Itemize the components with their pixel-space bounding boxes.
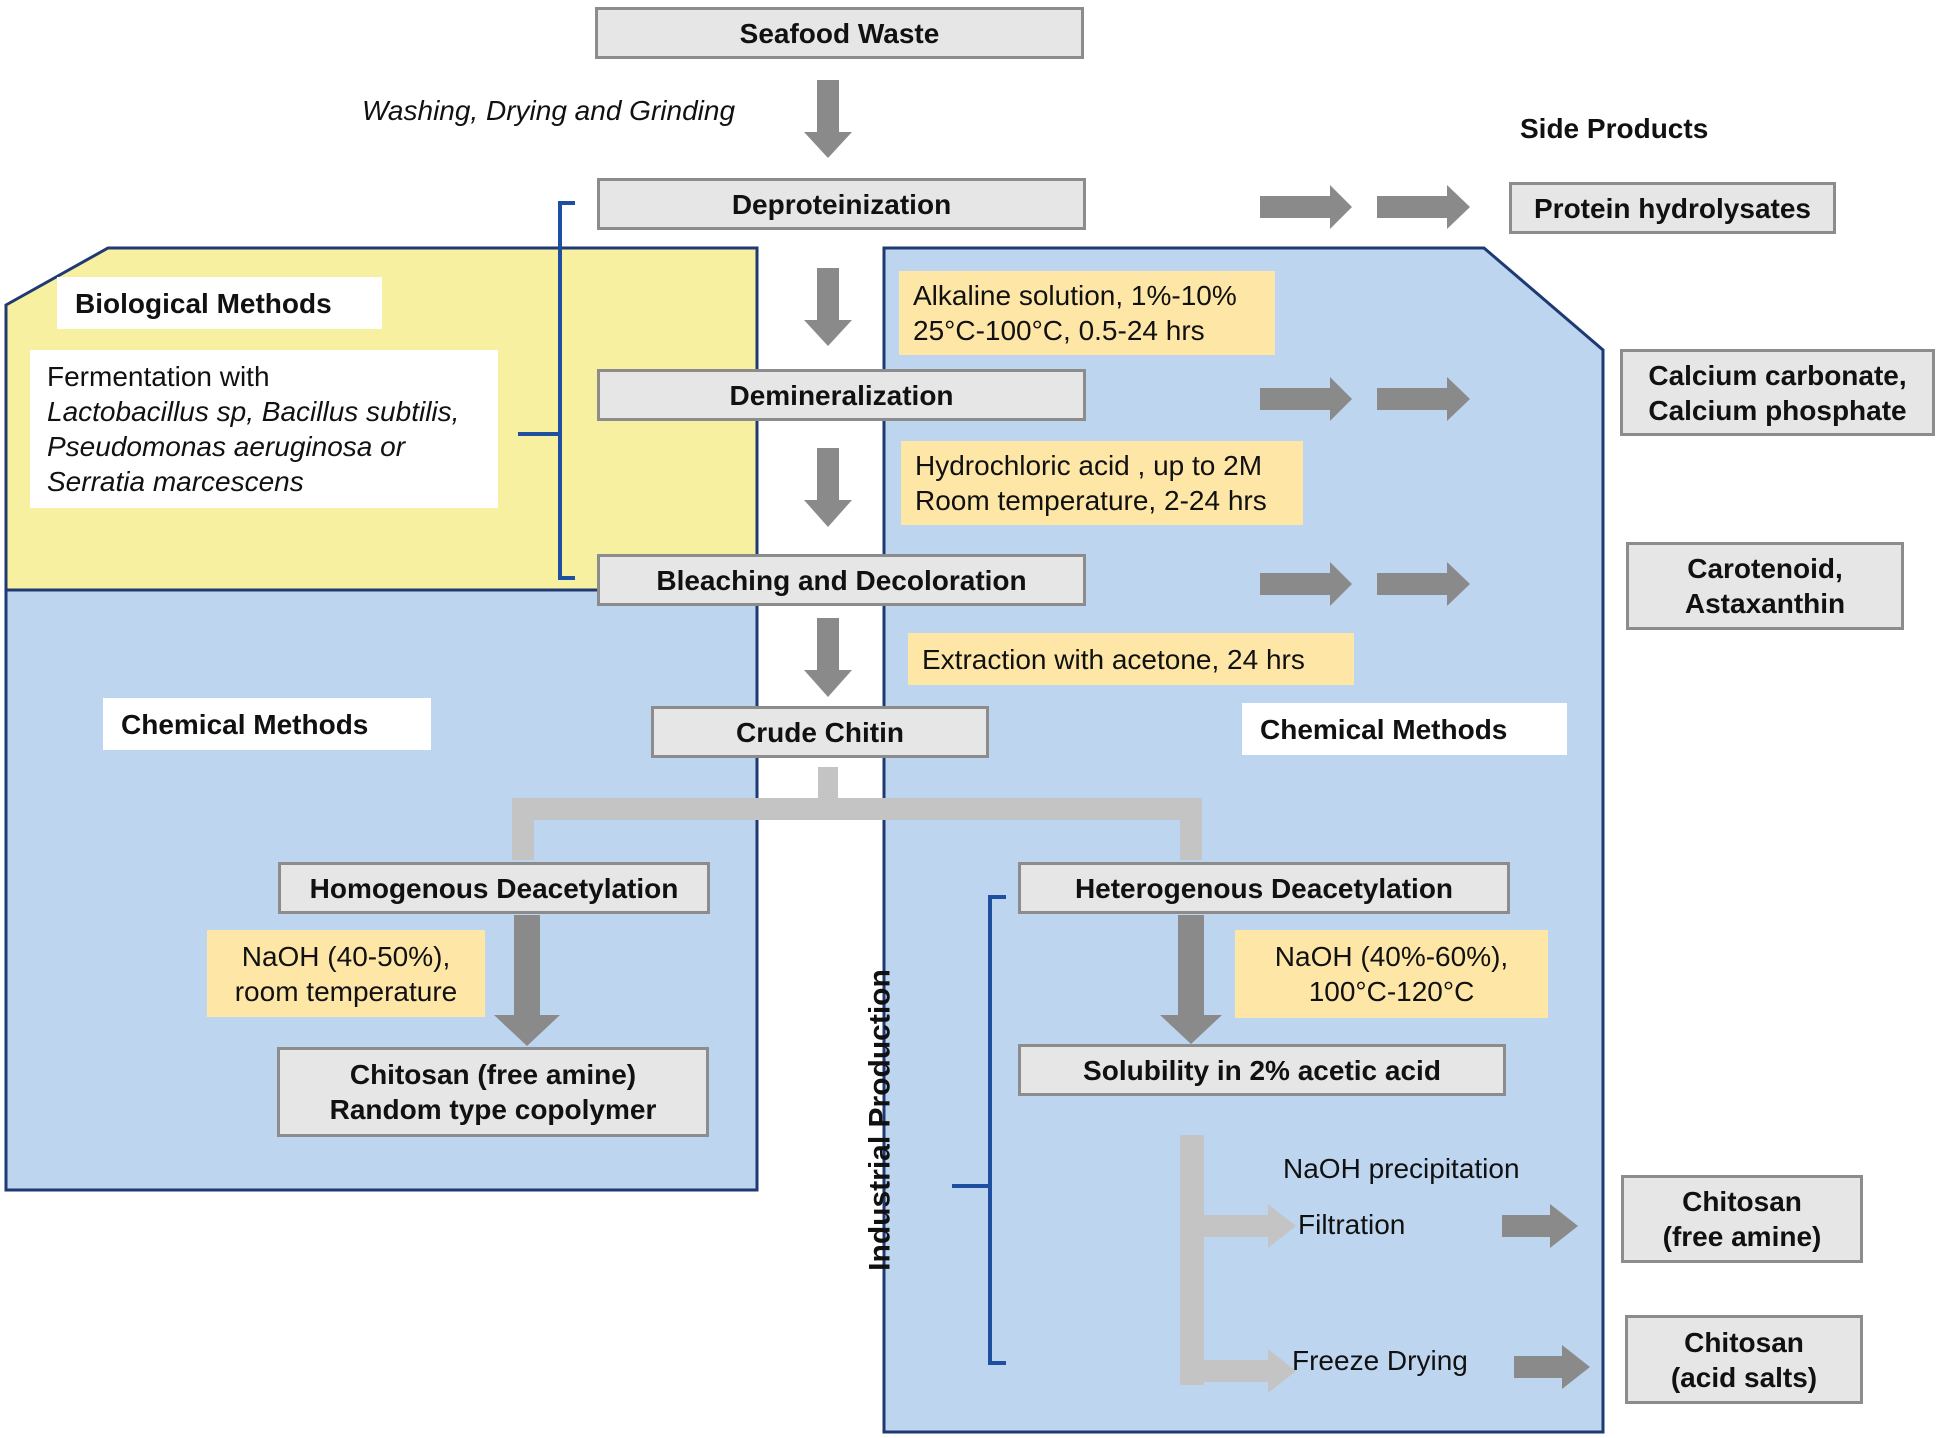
branch-connector	[512, 767, 1202, 860]
step-washing-label: Washing, Drying and Grinding	[362, 95, 736, 126]
step-crude-chitin-label: Crude Chitin	[736, 716, 904, 748]
step-freeze-drying: Freeze Drying	[1292, 1345, 1468, 1376]
step-heterogenous: Heterogenous Deacetylation	[1018, 862, 1510, 914]
step-bleaching-label: Bleaching and Decoloration	[656, 564, 1027, 596]
condition-acetone: Extraction with acetone, 24 hrs	[908, 633, 1354, 685]
bracket-biological	[518, 201, 575, 580]
step-deproteinization-label: Deproteinization	[731, 188, 952, 220]
side-calcium-line1: Calcium carbonate,	[1648, 359, 1907, 391]
condition-acetone-text: Extraction with acetone, 24 hrs	[922, 643, 1305, 675]
condition-alkaline-line2: 25°C-100°C, 0.5-24 hrs	[913, 315, 1205, 346]
condition-alkaline-line1: Alkaline solution, 1%-10%	[913, 280, 1237, 311]
step-filtration: Filtration	[1298, 1209, 1406, 1240]
biological-line3: Pseudomonas aeruginosa or	[47, 431, 406, 462]
chemical-right-header: Chemical Methods	[1242, 703, 1567, 755]
condition-alkaline: Alkaline solution, 1%-10% 25°C-100°C, 0.…	[899, 271, 1275, 355]
chemical-right-header-label: Chemical Methods	[1260, 713, 1508, 745]
step-seafood-waste-label: Seafood Waste	[739, 17, 940, 49]
condition-naoh-hetero-line1: NaOH (40%-60%),	[1274, 941, 1509, 972]
step-solubility: Solubility in 2% acetic acid	[1018, 1044, 1506, 1096]
condition-hcl: Hydrochloric acid , up to 2M Room temper…	[901, 441, 1303, 525]
biological-header-label: Biological Methods	[75, 287, 332, 319]
industrial-production-label: Industrial Production	[863, 969, 897, 1271]
condition-hcl-line1: Hydrochloric acid , up to 2M	[915, 450, 1263, 481]
side-carotenoid-line1: Carotenoid,	[1687, 553, 1843, 584]
condition-naoh-hetero: NaOH (40%-60%), 100°C-120°C	[1235, 930, 1548, 1018]
result-chitosan-free-line2: (free amine)	[1662, 1221, 1822, 1252]
arrow-homogenous	[494, 915, 560, 1046]
step-seafood-waste: Seafood Waste	[595, 7, 1084, 59]
step-homogenous: Homogenous Deacetylation	[278, 862, 710, 914]
result-chitosan-salt-line1: Chitosan	[1684, 1326, 1804, 1358]
result-chitosan-salt-line2: (acid salts)	[1670, 1361, 1818, 1393]
step-demineralization-label: Demineralization	[729, 379, 954, 411]
bracket-industrial	[952, 895, 1006, 1365]
biological-description: Fermentation with Lactobacillus sp, Baci…	[30, 350, 498, 508]
biological-line1: Fermentation with	[47, 361, 270, 392]
chemical-left-header-label: Chemical Methods	[121, 708, 369, 740]
result-chitosan-acid-salts: Chitosan (acid salts)	[1625, 1315, 1863, 1404]
side-calcium: Calcium carbonate, Calcium phosphate	[1620, 349, 1935, 436]
step-heterogenous-label: Heterogenous Deacetylation	[1074, 872, 1454, 904]
step-homogenous-label: Homogenous Deacetylation	[309, 872, 679, 904]
arrow-down-3	[804, 448, 852, 527]
condition-naoh-hetero-line2: 100°C-120°C	[1308, 976, 1475, 1007]
side-arrows	[1260, 185, 1590, 1389]
step-solubility-label: Solubility in 2% acetic acid	[1083, 1054, 1441, 1086]
arrow-down-1	[804, 80, 852, 158]
condition-naoh-homo-line2: room temperature	[234, 975, 458, 1007]
arrow-down-4	[804, 618, 852, 697]
result-chitosan-random: Chitosan (free amine) Random type copoly…	[277, 1047, 709, 1137]
side-carotenoid: Carotenoid, Astaxanthin	[1626, 542, 1904, 630]
step-deproteinization: Deproteinization	[597, 178, 1086, 230]
side-protein-label: Protein hydrolysates	[1534, 192, 1811, 224]
result-chitosan-free-amine: Chitosan (free amine)	[1621, 1175, 1863, 1263]
step-demineralization: Demineralization	[597, 369, 1086, 421]
arrow-down-2	[804, 268, 852, 346]
side-products-header: Side Products	[1520, 113, 1709, 144]
side-carotenoid-line2: Astaxanthin	[1684, 588, 1846, 619]
arrow-heterogenous	[1160, 915, 1222, 1044]
biological-line2: Lactobacillus sp, Bacillus subtilis,	[47, 396, 460, 427]
condition-naoh-homo: NaOH (40-50%), room temperature	[207, 930, 485, 1017]
result-chitosan-random-line1: Chitosan (free amine)	[349, 1059, 637, 1090]
condition-hcl-line2: Room temperature, 2-24 hrs	[915, 485, 1267, 516]
biological-line4: Serratia marcescens	[47, 466, 304, 497]
arrow-final-processing	[1180, 1135, 1296, 1393]
step-bleaching: Bleaching and Decoloration	[597, 554, 1086, 606]
biological-header: Biological Methods	[57, 277, 382, 329]
step-crude-chitin: Crude Chitin	[651, 706, 989, 758]
side-protein: Protein hydrolysates	[1509, 182, 1836, 234]
side-calcium-line2: Calcium phosphate	[1648, 394, 1907, 426]
step-naoh-precipitation: NaOH precipitation	[1283, 1153, 1520, 1184]
result-chitosan-free-line1: Chitosan	[1682, 1186, 1802, 1217]
condition-naoh-homo-line1: NaOH (40-50%),	[241, 940, 451, 972]
chemical-right-panel	[882, 246, 1605, 1434]
chemical-left-header: Chemical Methods	[103, 698, 431, 750]
result-chitosan-random-line2: Random type copolymer	[329, 1094, 657, 1125]
